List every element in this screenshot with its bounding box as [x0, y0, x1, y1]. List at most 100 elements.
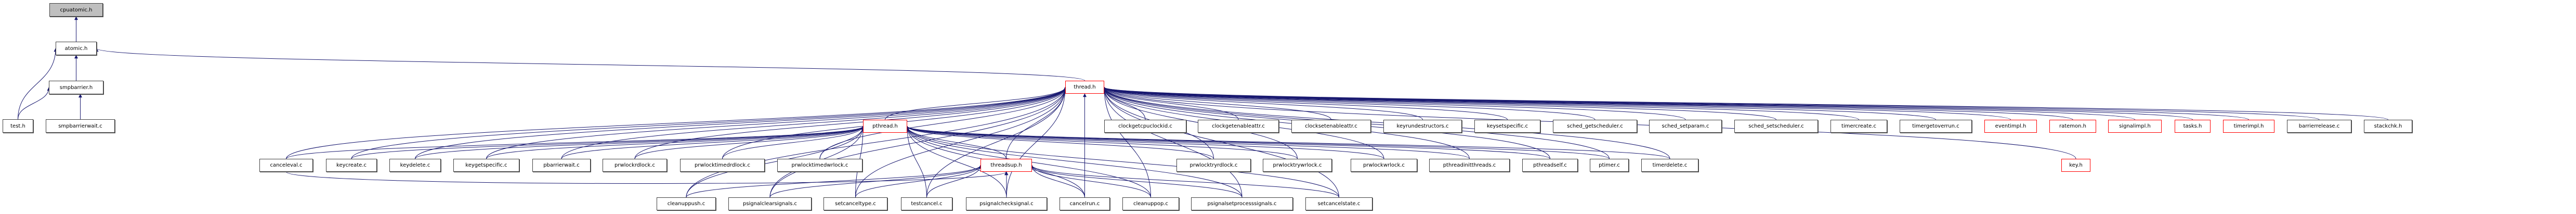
- edge-keyrundestructors-c-to-thread-h: [1102, 86, 1423, 120]
- node-label: smpbarrierwait.c: [58, 123, 102, 129]
- graph-node-cleanuppush-c[interactable]: cleanuppush.c: [657, 197, 716, 210]
- graph-node-psignalsetprocesssignals-c[interactable]: psignalsetprocesssignals.c: [1191, 197, 1293, 210]
- graph-node-pthread-h[interactable]: pthread.h: [863, 120, 907, 133]
- node-label: stackchk.h: [2374, 123, 2402, 129]
- graph-node-prwlocktimedwrlock-c[interactable]: prwlocktimedwrlock.c: [777, 159, 862, 172]
- graph-node-test-h[interactable]: test.h: [3, 119, 33, 133]
- graph-node-key-h[interactable]: key.h: [2061, 159, 2090, 172]
- node-label: psignalchecksignal.c: [979, 201, 1034, 207]
- graph-node-timerdelete-c[interactable]: timerdelete.c: [1641, 159, 1698, 172]
- edge-prwlocktrywrlock-c-to-pthread-h: [905, 125, 1298, 159]
- graph-node-signalimpl-h[interactable]: signalimpl.h: [2108, 120, 2162, 133]
- edge-cleanuppush-c-to-thread-h: [686, 86, 1067, 198]
- node-label: barrierrelease.c: [2298, 123, 2340, 129]
- graph-node-cancelrun-c[interactable]: cancelrun.c: [1060, 197, 1110, 210]
- edge-clockgetenableattr-c-to-thread-h: [1102, 86, 1239, 120]
- graph-node-keycreate-c[interactable]: keycreate.c: [326, 159, 377, 172]
- edge-keysetspecific-c-to-thread-h: [1102, 86, 1508, 120]
- edge-cleanuppush-c-to-threadsup-h: [686, 165, 983, 198]
- graph-node-smpbarrierwait-c[interactable]: smpbarrierwait.c: [46, 119, 115, 133]
- graph-node-sched-getscheduler-c[interactable]: sched_getscheduler.c: [1553, 120, 1637, 133]
- graph-node-stackchk-h[interactable]: stackchk.h: [2364, 120, 2412, 133]
- node-label: threadsup.h: [990, 162, 1022, 168]
- edge-prwlockwrlock-c-to-pthread-h: [905, 125, 1384, 159]
- graph-node-setcancelstate-c[interactable]: setcancelstate.c: [1305, 197, 1372, 210]
- graph-node-tasks-h[interactable]: tasks.h: [2175, 120, 2211, 133]
- graph-node-pbarrierwait-c[interactable]: pbarrierwait.c: [532, 159, 591, 172]
- edge-testcancel-c-to-thread-h: [926, 86, 1067, 198]
- graph-node-prwlockwrlock-c[interactable]: prwlockwrlock.c: [1351, 159, 1417, 172]
- edge-keygetspecific-c-to-pthread-h: [486, 125, 865, 159]
- graph-node-prwlocktryrdlock-c[interactable]: prwlocktryrdlock.c: [1176, 159, 1251, 172]
- graph-node-keyrundestructors-c[interactable]: keyrundestructors.c: [1383, 120, 1462, 133]
- graph-node-sched-setparam-c[interactable]: sched_setparam.c: [1649, 120, 1722, 133]
- edge-prwlockrdlock-c-to-pthread-h: [634, 125, 865, 159]
- graph-node-smpbarrier-h[interactable]: smpbarrier.h: [49, 81, 103, 94]
- edge-ptimer-c-to-pthread-h: [905, 125, 1610, 159]
- node-label: clocksetenableattr.c: [1305, 123, 1357, 129]
- node-label: cleanuppop.c: [1133, 201, 1169, 207]
- edge-setcancelstate-c-to-pthread-h: [905, 125, 1339, 198]
- graph-node-clockgetcpuclockid-c[interactable]: clockgetcpuclockid.c: [1104, 120, 1186, 133]
- graph-node-eventimpl-h[interactable]: eventimpl.h: [1984, 120, 2037, 133]
- edge-keygetspecific-c-to-thread-h: [486, 86, 1067, 159]
- node-label: setcanceltype.c: [835, 201, 876, 207]
- node-label: prwlockrdlock.c: [614, 162, 655, 168]
- graph-node-pthreadinitthreads-c[interactable]: pthreadinitthreads.c: [1429, 159, 1510, 172]
- graph-node-testcancel-c[interactable]: testcancel.c: [901, 197, 952, 210]
- node-label: canceleval.c: [270, 162, 303, 168]
- graph-node-sched-setscheduler-c[interactable]: sched_setscheduler.c: [1734, 120, 1818, 133]
- graph-node-cleanuppop-c[interactable]: cleanuppop.c: [1122, 197, 1179, 210]
- edge-psignalchecksignal-c-to-thread-h: [1006, 86, 1067, 198]
- edge-barrierrelease-c-to-thread-h: [1102, 86, 2320, 120]
- graph-node-canceleval-c[interactable]: canceleval.c: [259, 159, 313, 172]
- graph-node-threadsup-h[interactable]: threadsup.h: [980, 159, 1032, 172]
- node-label: clockgetcpuclockid.c: [1118, 123, 1172, 129]
- node-label: keyrundestructors.c: [1396, 123, 1449, 129]
- graph-node-prwlocktrywrlock-c[interactable]: prwlocktrywrlock.c: [1263, 159, 1332, 172]
- node-label: sched_getscheduler.c: [1567, 123, 1623, 129]
- graph-node-keydelete-c[interactable]: keydelete.c: [389, 159, 441, 172]
- graph-node-timerimpl-h[interactable]: timerimpl.h: [2223, 120, 2274, 133]
- node-label: smpbarrier.h: [59, 84, 93, 91]
- node-label: cancelrun.c: [1069, 201, 1100, 207]
- edge-canceleval-c-to-pthread-h: [286, 125, 865, 159]
- graph-node-timercreate-c[interactable]: timercreate.c: [1830, 120, 1887, 133]
- graph-node-clocksetenableattr-c[interactable]: clocksetenableattr.c: [1291, 120, 1371, 133]
- graph-node-prwlockrdlock-c[interactable]: prwlockrdlock.c: [603, 159, 667, 172]
- node-label: prwlocktrywrlock.c: [1273, 162, 1322, 168]
- edge-prwlockrdlock-c-to-thread-h: [634, 86, 1067, 159]
- graph-node-keysetspecific-c[interactable]: keysetspecific.c: [1474, 120, 1540, 133]
- graph-node-setcanceltype-c[interactable]: setcanceltype.c: [823, 197, 887, 210]
- edge-keydelete-c-to-thread-h: [415, 86, 1067, 159]
- graph-node-pthreadself-c[interactable]: pthreadself.c: [1522, 159, 1578, 172]
- node-label: pthreadself.c: [1533, 162, 1567, 168]
- edge-test-h-to-atomic-h: [18, 48, 58, 120]
- node-label: prwlocktimedwrlock.c: [791, 162, 848, 168]
- edge-psignalsetprocesssignals-c-to-threadsup-h: [1030, 165, 1243, 198]
- graph-node-ratemon-h[interactable]: ratemon.h: [2049, 120, 2096, 133]
- graph-node-keygetspecific-c[interactable]: keygetspecific.c: [453, 159, 519, 172]
- graph-node-psignalchecksignal-c[interactable]: psignalchecksignal.c: [966, 197, 1047, 210]
- node-label: testcancel.c: [911, 201, 943, 207]
- graph-node-atomic-h[interactable]: atomic.h: [56, 42, 97, 55]
- edge-sched-setscheduler-c-to-thread-h: [1102, 86, 1776, 120]
- node-label: pthreadinitthreads.c: [1443, 162, 1496, 168]
- edge-pthreadself-c-to-pthread-h: [905, 125, 1550, 159]
- edge-thread-h-to-atomic-h: [95, 48, 1085, 81]
- graph-node-prwlocktimedrdlock-c[interactable]: prwlocktimedrdlock.c: [680, 159, 765, 172]
- edge-cleanuppop-c-to-threadsup-h: [1030, 165, 1151, 198]
- graph-node-psignalclearsignals-c[interactable]: psignalclearsignals.c: [728, 197, 812, 210]
- node-label: eventimpl.h: [1995, 123, 2026, 129]
- graph-node-timergetoverrun-c[interactable]: timergetoverrun.c: [1900, 120, 1972, 133]
- node-label: ratemon.h: [2059, 123, 2087, 129]
- graph-node-thread-h[interactable]: thread.h: [1065, 81, 1104, 94]
- node-label: ptimer.c: [1599, 162, 1620, 168]
- graph-node-barrierrelease-c[interactable]: barrierrelease.c: [2287, 120, 2351, 133]
- node-label: timercreate.c: [1841, 123, 1876, 129]
- graph-node-ptimer-c[interactable]: ptimer.c: [1590, 159, 1629, 172]
- graph-node-clockgetenableattr-c[interactable]: clockgetenableattr.c: [1198, 120, 1279, 133]
- edge-clocksetenableattr-c-to-thread-h: [1102, 86, 1331, 120]
- edge-setcanceltype-c-to-threadsup-h: [855, 165, 983, 198]
- node-label: prwlocktimedrdlock.c: [695, 162, 750, 168]
